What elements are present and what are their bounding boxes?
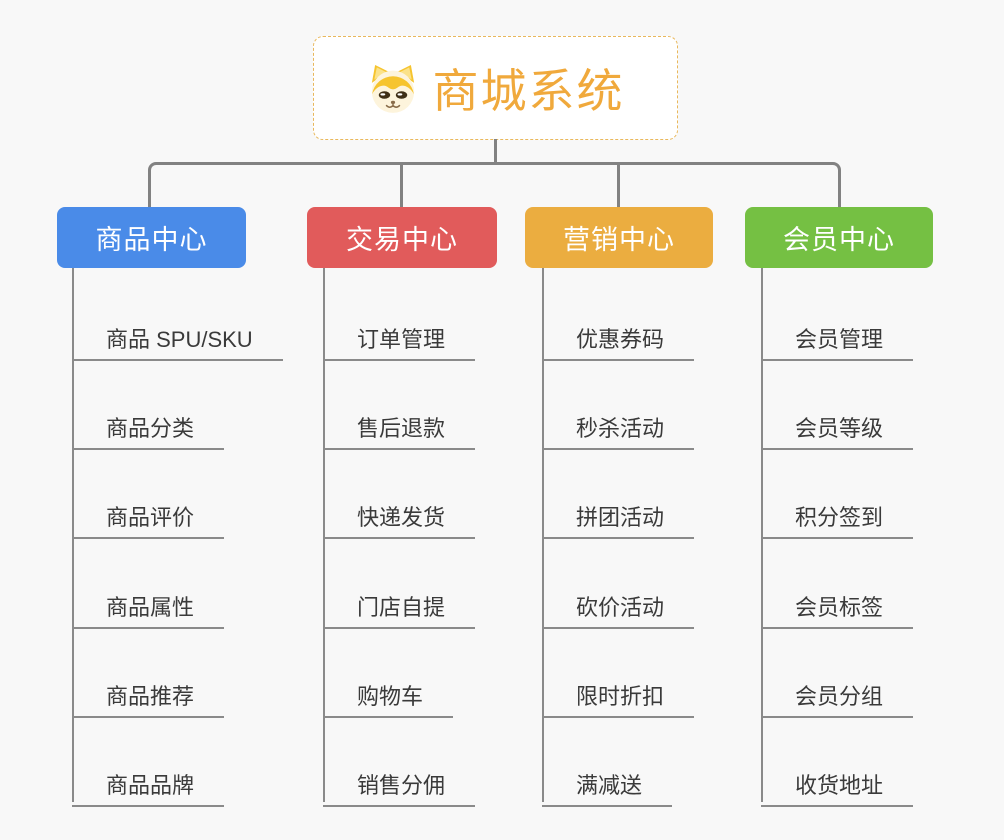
leaf-node[interactable]: 会员标签 [761, 580, 914, 629]
leaf-node[interactable]: 积分签到 [761, 490, 914, 539]
branch-drop-connector-3 [617, 164, 620, 207]
branch-head-marketing-center[interactable]: 营销中心 [525, 207, 713, 268]
leaf-node[interactable]: 商品评价 [72, 490, 225, 539]
branch-head-product-center[interactable]: 商品中心 [57, 207, 246, 268]
branch-head-trade-center[interactable]: 交易中心 [307, 207, 497, 268]
leaf-node[interactable]: 商品属性 [72, 580, 225, 629]
root-node-mall-system[interactable]: 商城系统 [313, 36, 678, 140]
leaf-node[interactable]: 商品品牌 [72, 758, 225, 807]
branch-trunk-line [542, 268, 544, 802]
leaf-node[interactable]: 满减送 [542, 758, 673, 807]
branch-trunk-line [323, 268, 325, 802]
branch-trunk-line [72, 268, 74, 802]
leaf-node[interactable]: 售后退款 [323, 401, 476, 450]
leaf-node[interactable]: 会员等级 [761, 401, 914, 450]
leaf-node[interactable]: 销售分佣 [323, 758, 476, 807]
leaf-node[interactable]: 快递发货 [323, 490, 476, 539]
leaf-node[interactable]: 秒杀活动 [542, 401, 695, 450]
leaf-node[interactable]: 收货地址 [761, 758, 914, 807]
branch-trunk-line [761, 268, 763, 802]
branch-head-member-center[interactable]: 会员中心 [745, 207, 933, 268]
leaf-node[interactable]: 购物车 [323, 669, 454, 718]
leaf-node[interactable]: 商品分类 [72, 401, 225, 450]
leaf-node[interactable]: 限时折扣 [542, 669, 695, 718]
leaf-node[interactable]: 商品推荐 [72, 669, 225, 718]
root-stem-connector [494, 139, 497, 165]
leaf-node[interactable]: 商品 SPU/SKU [72, 312, 283, 361]
leaf-node[interactable]: 优惠券码 [542, 312, 695, 361]
branch-bracket-connector [148, 162, 841, 210]
leaf-node[interactable]: 会员分组 [761, 669, 914, 718]
leaf-node[interactable]: 会员管理 [761, 312, 914, 361]
branch-head-label: 交易中心 [346, 225, 458, 255]
leaf-node[interactable]: 砍价活动 [542, 580, 695, 629]
dog-face-icon [367, 64, 419, 113]
branch-drop-connector-2 [400, 164, 403, 207]
leaf-node[interactable]: 订单管理 [323, 312, 476, 361]
root-title: 商城系统 [432, 65, 625, 117]
leaf-node[interactable]: 拼团活动 [542, 490, 695, 539]
branch-head-label: 营销中心 [563, 225, 675, 255]
branch-head-label: 会员中心 [783, 225, 895, 255]
leaf-node[interactable]: 门店自提 [323, 580, 476, 629]
branch-head-label: 商品中心 [95, 225, 208, 255]
